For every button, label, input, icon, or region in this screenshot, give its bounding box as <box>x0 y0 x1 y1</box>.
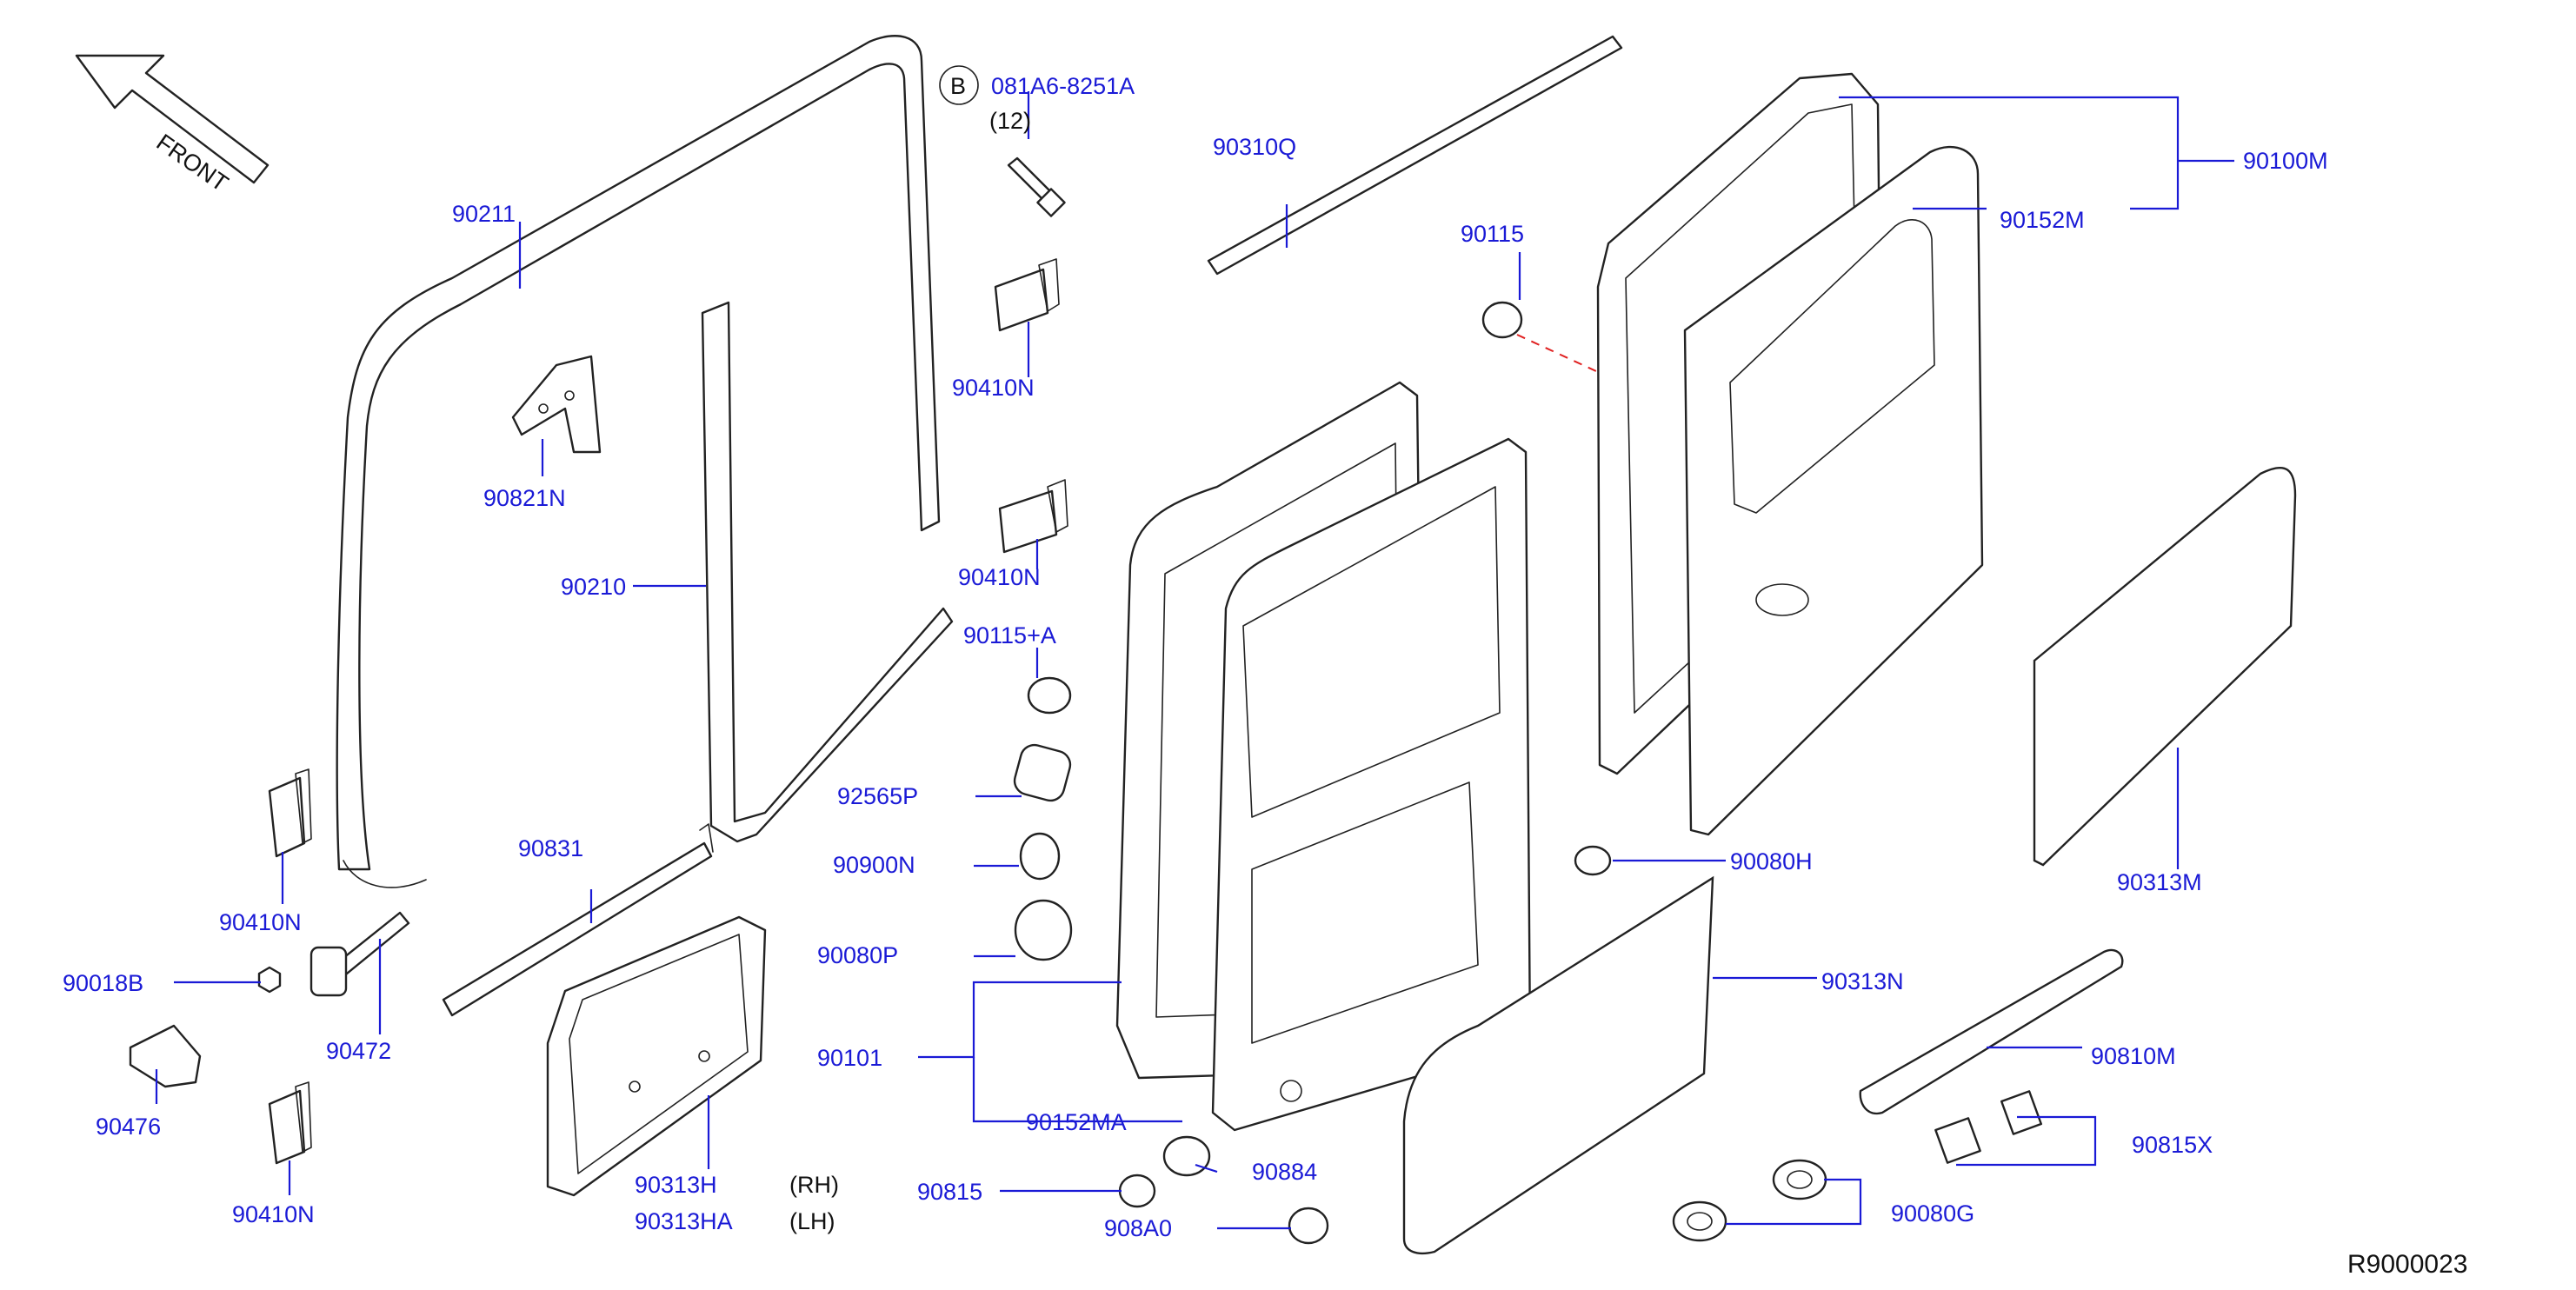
grommet-90080P <box>1014 899 1073 961</box>
label-90018B: 90018B <box>63 970 143 996</box>
garnish-90810M <box>1859 948 2124 1115</box>
label-90810M: 90810M <box>2091 1043 2176 1069</box>
bushing-90815 <box>1118 1174 1156 1208</box>
label-90900N: 90900N <box>833 852 915 878</box>
label-90815: 90815 <box>917 1179 982 1205</box>
label-90210: 90210 <box>561 574 626 600</box>
label-90313H: 90313H <box>635 1172 717 1198</box>
leader-lines <box>155 91 2234 1230</box>
label-90101: 90101 <box>817 1045 882 1071</box>
seal-90210 <box>701 301 954 843</box>
bolt-icon <box>1007 156 1066 217</box>
rh-label: (RH) <box>789 1172 839 1198</box>
label-90310Q: 90310Q <box>1213 134 1296 160</box>
label-90815X: 90815X <box>2132 1132 2213 1158</box>
plug-90115A <box>1027 676 1072 715</box>
bracket-90821N <box>511 355 602 454</box>
label-90410N-bottom: 90410N <box>232 1201 315 1227</box>
clip-90080G-b <box>1672 1200 1727 1242</box>
bracket-90476 <box>129 1024 202 1088</box>
label-90211: 90211 <box>452 201 516 227</box>
label-90476: 90476 <box>96 1114 161 1140</box>
label-90080H: 90080H <box>1730 848 1813 874</box>
weatherstrip-90211 <box>336 35 941 888</box>
hinge-90410N-bottom <box>268 1081 312 1165</box>
label-908A0: 908A0 <box>1104 1215 1172 1241</box>
label-90152M: 90152M <box>2000 207 2085 233</box>
diagram-code: R9000023 <box>2347 1250 2467 1279</box>
label-90313N: 90313N <box>1821 968 1904 994</box>
pad-90815X-b <box>2000 1090 2043 1135</box>
label-90115: 90115 <box>1461 221 1524 247</box>
label-90410N-mid: 90410N <box>958 564 1041 590</box>
label-90080G: 90080G <box>1891 1200 1974 1227</box>
ref-symbol: B <box>950 73 966 99</box>
label-90313HA: 90313HA <box>635 1208 733 1234</box>
door-check-90472 <box>310 911 410 997</box>
glass-90313N <box>1402 875 1714 1255</box>
bolt-part-number: 081A6-8251A <box>991 73 1135 99</box>
label-90313M: 90313M <box>2117 869 2202 895</box>
bushing-90884 <box>1162 1135 1211 1177</box>
label-90115A: 90115+A <box>963 622 1056 648</box>
trim-panel-90313H <box>546 915 767 1197</box>
plug-90900N <box>1019 832 1061 881</box>
label-90821N: 90821N <box>483 485 566 511</box>
clip-90080H <box>1574 845 1612 876</box>
strip-90831 <box>442 823 714 1017</box>
label-90152MA: 90152MA <box>1026 1109 1127 1135</box>
label-90472: 90472 <box>326 1038 391 1064</box>
label-90080P: 90080P <box>817 942 898 968</box>
plug-90115 <box>1481 301 1523 339</box>
ref-circle-icon <box>939 65 979 105</box>
nut-90018B <box>257 966 282 994</box>
label-90410N-top: 90410N <box>952 375 1035 401</box>
moulding-90310Q <box>1207 35 1623 276</box>
hinge-90410N-left <box>268 768 312 858</box>
grommet-92565P <box>1013 743 1072 802</box>
label-90884: 90884 <box>1252 1159 1317 1185</box>
cap-908A0 <box>1288 1207 1329 1245</box>
label-92565P: 92565P <box>837 783 918 809</box>
pad-90815X-a <box>1934 1117 1981 1164</box>
hinge-90410N-top <box>994 258 1060 332</box>
bolt-quantity: (12) <box>989 108 1031 134</box>
lh-label: (LH) <box>789 1208 835 1234</box>
door-inner-90152MA <box>1211 437 1532 1132</box>
door-inner-90152M <box>1683 145 1984 836</box>
label-90831: 90831 <box>518 835 583 861</box>
front-arrow-icon <box>75 54 270 184</box>
glass-90313M <box>2033 466 2297 867</box>
clip-90080G-a <box>1772 1159 1827 1200</box>
label-90410N-left: 90410N <box>219 909 302 935</box>
label-90100M: 90100M <box>2243 148 2328 174</box>
hinge-90410N-mid <box>998 479 1068 554</box>
